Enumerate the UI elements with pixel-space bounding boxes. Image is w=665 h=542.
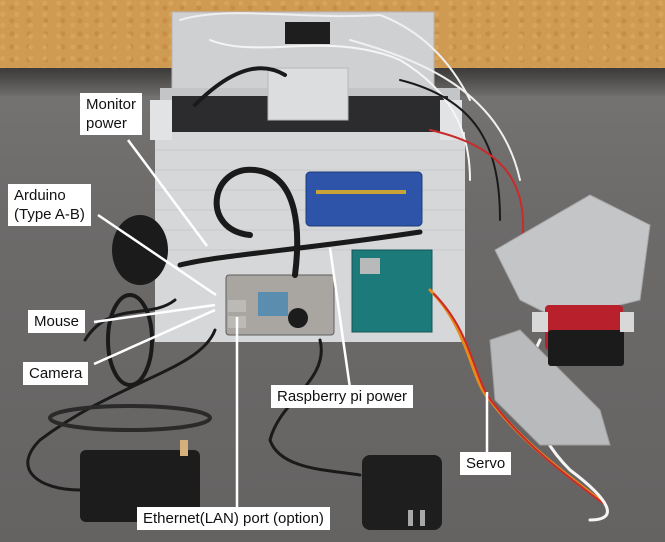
- servo-mount: [489, 194, 651, 446]
- servo-motor: [532, 305, 634, 366]
- coiled-cable: [106, 293, 154, 387]
- perfboard: [305, 171, 423, 227]
- label-ethernet-port: Ethernet(LAN) port (option): [137, 507, 330, 530]
- arduino-board: [351, 249, 433, 333]
- label-camera: Camera: [23, 362, 89, 385]
- raspberry-pi: [225, 274, 335, 336]
- leader-lines: [93, 139, 489, 508]
- label-monitor-power: Monitor power: [80, 93, 143, 135]
- label-mouse: Mouse: [28, 310, 86, 333]
- label-arduino: Arduino (Type A-B): [8, 184, 91, 226]
- label-servo: Servo: [460, 452, 512, 475]
- monitor-power-adapter: [80, 440, 200, 522]
- coiled-cable: [48, 404, 212, 432]
- raspberry-pi-power-adapter: [362, 455, 442, 530]
- label-raspberry-pi-power: Raspberry pi power: [271, 385, 414, 408]
- mouse: [112, 215, 168, 285]
